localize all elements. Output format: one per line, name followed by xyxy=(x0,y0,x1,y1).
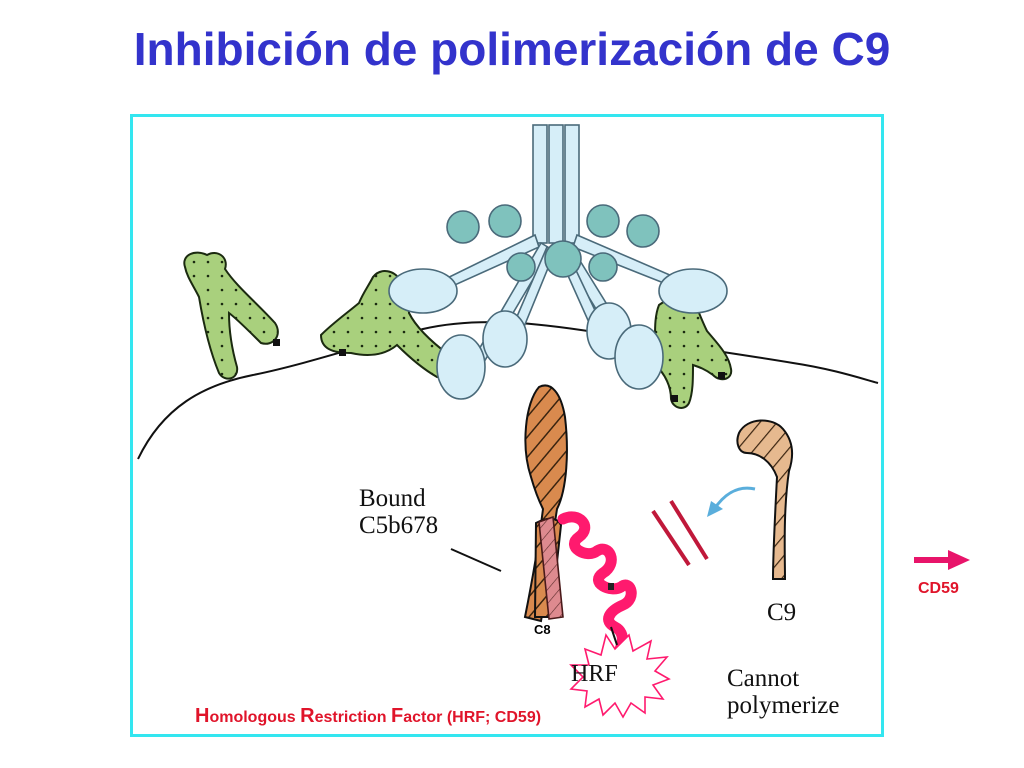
membrane-protein-left xyxy=(183,251,280,380)
label-cannot-line2: polymerize xyxy=(727,692,840,719)
caption-h: H xyxy=(195,705,210,727)
caption-estriction: estriction xyxy=(314,709,392,726)
label-bound-line1: Bound xyxy=(359,485,426,512)
cd59-arrow-icon xyxy=(914,550,970,570)
hrf-starburst xyxy=(569,633,671,719)
label-bound-line2: C5b678 xyxy=(359,512,439,539)
label-cannot-polymerize: Cannot polymerize xyxy=(727,665,839,719)
c5b678-complex xyxy=(523,384,568,623)
bound-pointer-line xyxy=(450,548,502,572)
caption-actor: actor (HRF; CD59) xyxy=(403,709,542,726)
arrow-head xyxy=(707,501,723,517)
antibody-complex xyxy=(388,124,728,400)
hrf-caption: Homologous Restriction Factor (HRF; CD59… xyxy=(195,705,541,728)
figure-frame: Bound C5b678 C8 HRF C9 Cannot polymerize… xyxy=(130,114,884,737)
caption-omologous: omologous xyxy=(209,709,301,726)
c9-fragment-line-2 xyxy=(669,499,709,561)
label-c8: C8 xyxy=(534,622,551,637)
caption-f: F xyxy=(391,705,404,727)
diagram-canvas xyxy=(137,124,879,719)
caption-r: R xyxy=(300,705,315,727)
c8-segment xyxy=(538,515,564,620)
label-bound: Bound C5b678 xyxy=(359,485,438,539)
c9-fragment-line-1 xyxy=(651,509,691,567)
cd59-legend-label: CD59 xyxy=(918,580,959,597)
label-hrf: HRF xyxy=(571,661,618,687)
hrf-anchor xyxy=(608,583,614,590)
label-c9: C9 xyxy=(767,599,797,626)
c9-molecule xyxy=(736,419,794,580)
cd59-legend: CD59 xyxy=(908,546,978,606)
label-cannot-line1: Cannot xyxy=(727,665,800,692)
membrane-protein-mid xyxy=(319,270,455,379)
slide-title: Inhibición de polimerización de C9 xyxy=(133,23,891,75)
